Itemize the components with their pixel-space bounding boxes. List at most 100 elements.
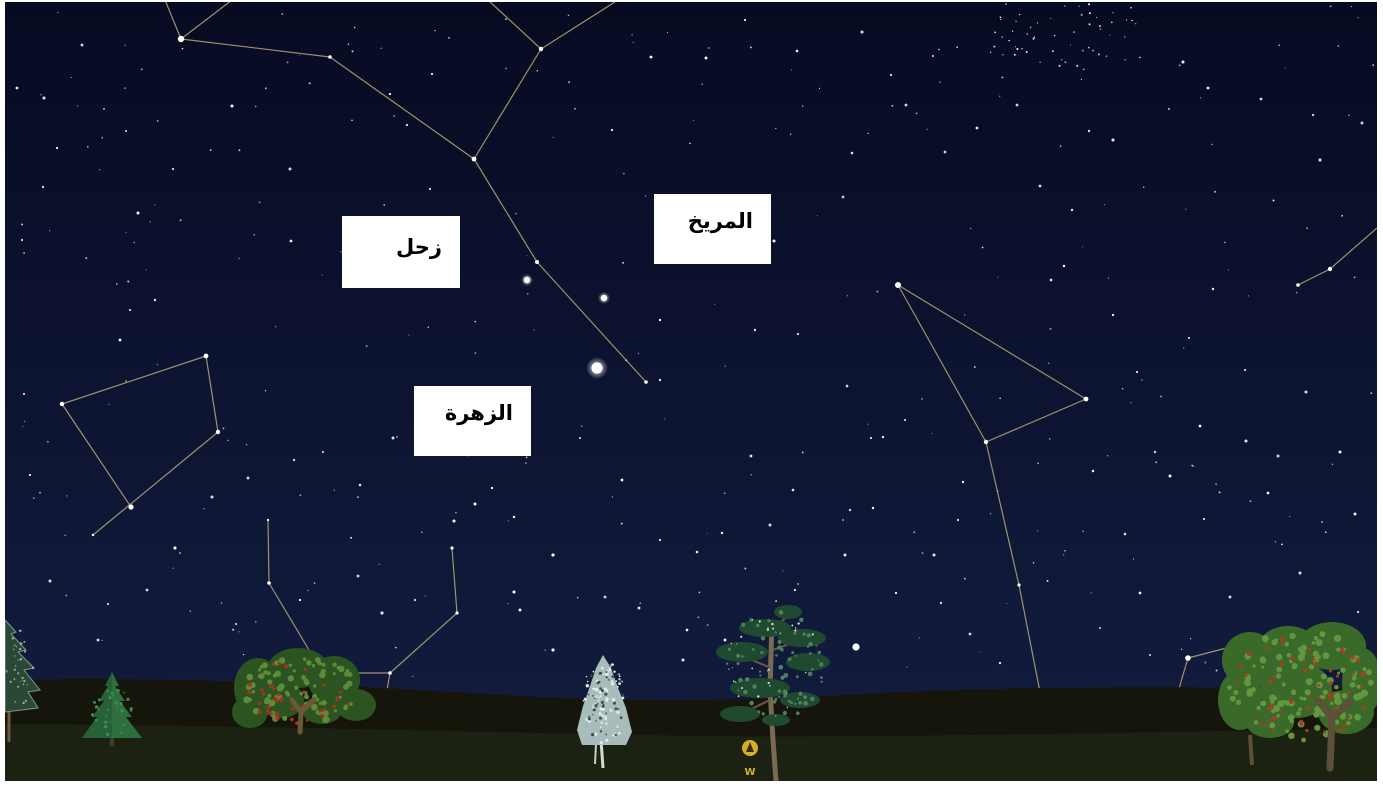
leaf bbox=[741, 655, 744, 658]
star bbox=[124, 87, 126, 89]
leaf bbox=[1340, 714, 1346, 720]
star bbox=[189, 610, 191, 612]
apple bbox=[284, 664, 288, 668]
star bbox=[1191, 465, 1193, 467]
needle-highlight bbox=[812, 633, 814, 635]
apple bbox=[319, 709, 322, 712]
star bbox=[133, 242, 134, 243]
frost bbox=[613, 671, 615, 673]
star bbox=[1139, 592, 1142, 595]
frost bbox=[585, 718, 588, 721]
leaf bbox=[247, 674, 254, 681]
apple bbox=[1312, 658, 1315, 661]
star bbox=[154, 204, 155, 205]
star bbox=[350, 537, 352, 539]
star bbox=[1060, 145, 1062, 147]
star bbox=[1076, 65, 1078, 67]
star bbox=[938, 49, 940, 51]
star bbox=[1052, 50, 1054, 52]
leaf bbox=[1346, 721, 1351, 726]
star bbox=[475, 352, 477, 354]
star bbox=[1122, 388, 1124, 390]
leaf bbox=[592, 695, 594, 697]
needle-highlight bbox=[786, 693, 787, 694]
leaf bbox=[820, 676, 823, 679]
leaf bbox=[23, 684, 25, 686]
star bbox=[1015, 21, 1016, 22]
star bbox=[299, 55, 300, 56]
leaf bbox=[758, 710, 761, 713]
frost bbox=[605, 739, 608, 742]
star bbox=[1088, 47, 1090, 49]
leaf bbox=[803, 695, 807, 699]
star bbox=[300, 494, 302, 496]
star bbox=[425, 595, 426, 596]
star bbox=[1321, 521, 1323, 523]
leaf bbox=[790, 702, 793, 705]
star bbox=[847, 295, 848, 296]
star bbox=[906, 667, 907, 668]
leaf bbox=[116, 689, 119, 692]
leaf bbox=[1246, 690, 1253, 697]
planet-mars bbox=[598, 292, 610, 304]
apple bbox=[339, 691, 342, 694]
apple bbox=[258, 710, 262, 714]
star bbox=[1228, 269, 1229, 270]
star bbox=[1111, 138, 1114, 141]
leaf bbox=[279, 683, 285, 689]
star bbox=[146, 589, 149, 592]
leaf bbox=[259, 673, 265, 679]
apple bbox=[1332, 691, 1335, 694]
frost bbox=[599, 695, 601, 697]
apple bbox=[1303, 659, 1305, 661]
leaf bbox=[12, 637, 14, 639]
star bbox=[539, 47, 543, 51]
needle-highlight bbox=[772, 628, 774, 630]
star bbox=[474, 321, 476, 323]
leaf bbox=[609, 665, 611, 667]
star bbox=[389, 93, 391, 95]
leaf bbox=[1323, 652, 1330, 659]
star bbox=[754, 329, 756, 331]
leaf bbox=[333, 663, 337, 667]
star bbox=[1016, 48, 1018, 50]
star bbox=[1298, 571, 1301, 574]
leaf bbox=[19, 648, 21, 650]
leaf bbox=[594, 704, 597, 707]
star bbox=[1005, 3, 1007, 5]
star bbox=[1278, 44, 1280, 46]
leaf bbox=[106, 715, 108, 717]
leaf bbox=[1236, 700, 1241, 705]
star bbox=[792, 489, 795, 492]
star bbox=[721, 532, 723, 534]
star bbox=[797, 333, 799, 335]
star bbox=[1250, 500, 1252, 502]
leaf bbox=[726, 663, 728, 665]
star bbox=[1332, 464, 1333, 465]
apple bbox=[1264, 724, 1267, 727]
star bbox=[145, 269, 146, 270]
frost bbox=[618, 732, 621, 735]
frost bbox=[606, 689, 609, 692]
frost bbox=[600, 741, 603, 744]
leaf bbox=[803, 701, 808, 706]
leaf bbox=[818, 651, 821, 654]
star bbox=[1354, 513, 1357, 516]
apple bbox=[1340, 648, 1344, 652]
leaf bbox=[775, 715, 777, 717]
star bbox=[505, 18, 507, 20]
needle-highlight bbox=[769, 685, 771, 687]
leaf bbox=[759, 671, 761, 673]
star bbox=[448, 37, 450, 39]
star bbox=[698, 617, 700, 619]
leaf bbox=[285, 691, 289, 695]
star bbox=[1037, 530, 1038, 531]
star bbox=[1141, 379, 1143, 381]
leaf bbox=[303, 658, 306, 661]
leaf bbox=[1303, 697, 1307, 701]
leaf bbox=[16, 646, 17, 647]
leaf bbox=[1300, 696, 1304, 700]
star bbox=[750, 455, 753, 458]
leaf bbox=[588, 716, 590, 718]
star bbox=[714, 304, 715, 305]
